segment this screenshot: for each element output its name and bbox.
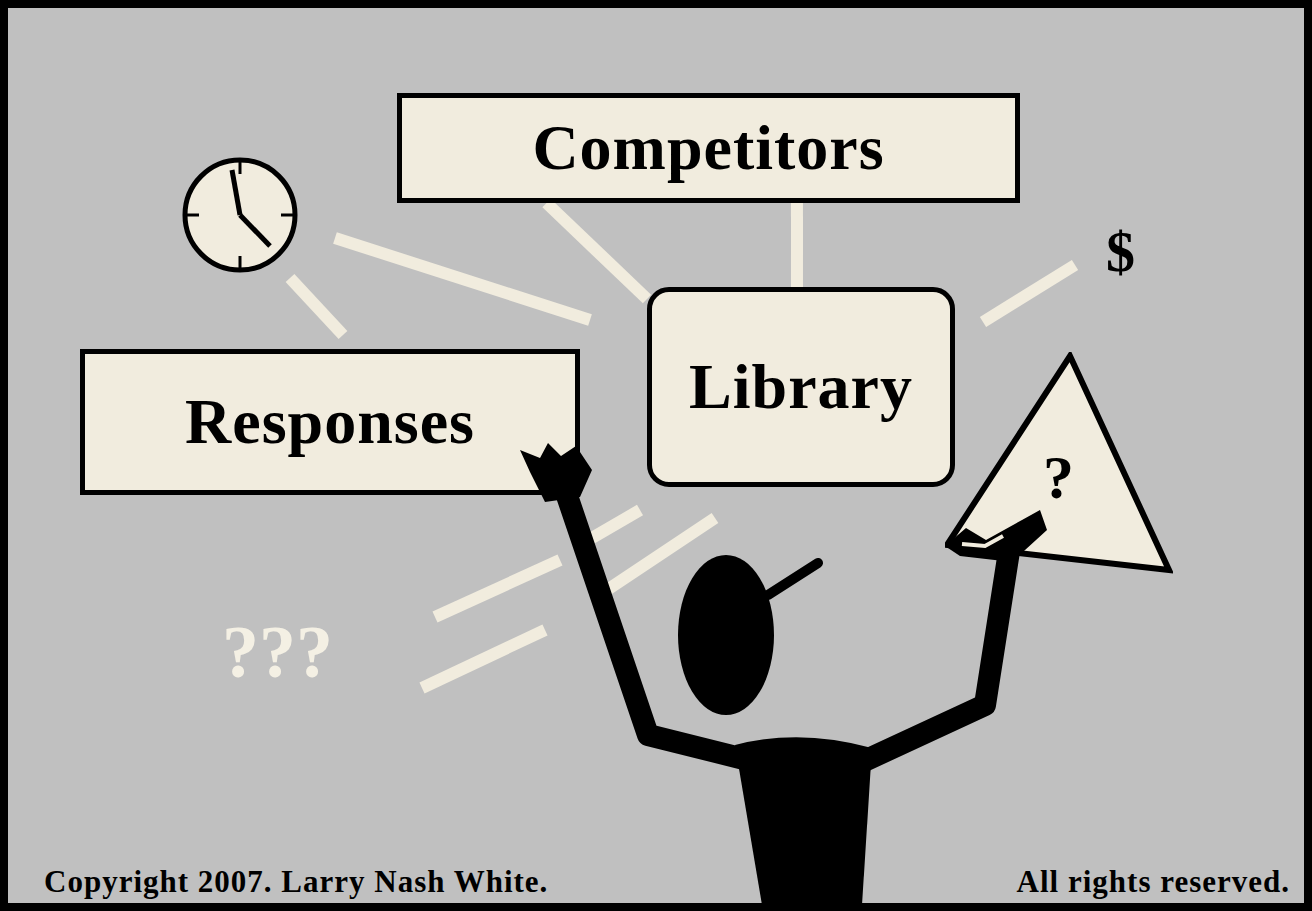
figure-arm	[862, 545, 1010, 762]
competitors-box: Competitors	[397, 93, 1020, 203]
question-ray	[422, 630, 545, 688]
question-ray	[435, 560, 560, 617]
clock-tick	[239, 162, 242, 174]
clock-ray	[290, 278, 343, 335]
connector-line	[791, 203, 803, 287]
hand-highlight	[962, 536, 1003, 546]
responses-box: Responses	[80, 349, 580, 495]
clock-hand	[232, 170, 240, 215]
clock-ticks	[187, 162, 293, 268]
figure-head	[678, 555, 774, 715]
clock-tick	[281, 214, 293, 217]
figure-hand	[520, 443, 592, 502]
question-ray	[585, 510, 640, 542]
clock-tick	[239, 256, 242, 268]
node-label: Responses	[185, 385, 475, 459]
node-label: Library	[689, 350, 913, 424]
clock-ray	[335, 238, 590, 320]
frame-border	[4, 4, 1308, 907]
question-triangle: ?	[945, 352, 1173, 574]
question-marks: ???	[222, 610, 333, 695]
figure-hair	[768, 563, 818, 595]
dollar-symbol: $	[1106, 218, 1135, 285]
money-ray	[983, 265, 1075, 322]
question-ray	[595, 518, 715, 598]
clock-tick	[187, 214, 199, 217]
figure-torso	[735, 737, 872, 905]
copyright-notice: Copyright 2007. Larry Nash White.	[44, 864, 548, 900]
figure-arm	[560, 475, 748, 760]
rights-notice: All rights reserved.	[1017, 864, 1290, 900]
clock-face	[185, 160, 295, 270]
figure-hand	[945, 510, 1047, 562]
clock-symbol	[185, 160, 295, 270]
node-label: ?	[945, 442, 1173, 513]
clock-hand	[240, 215, 270, 246]
library-box: Library	[647, 287, 955, 487]
connector-line	[547, 203, 647, 299]
node-label: Competitors	[532, 111, 884, 185]
